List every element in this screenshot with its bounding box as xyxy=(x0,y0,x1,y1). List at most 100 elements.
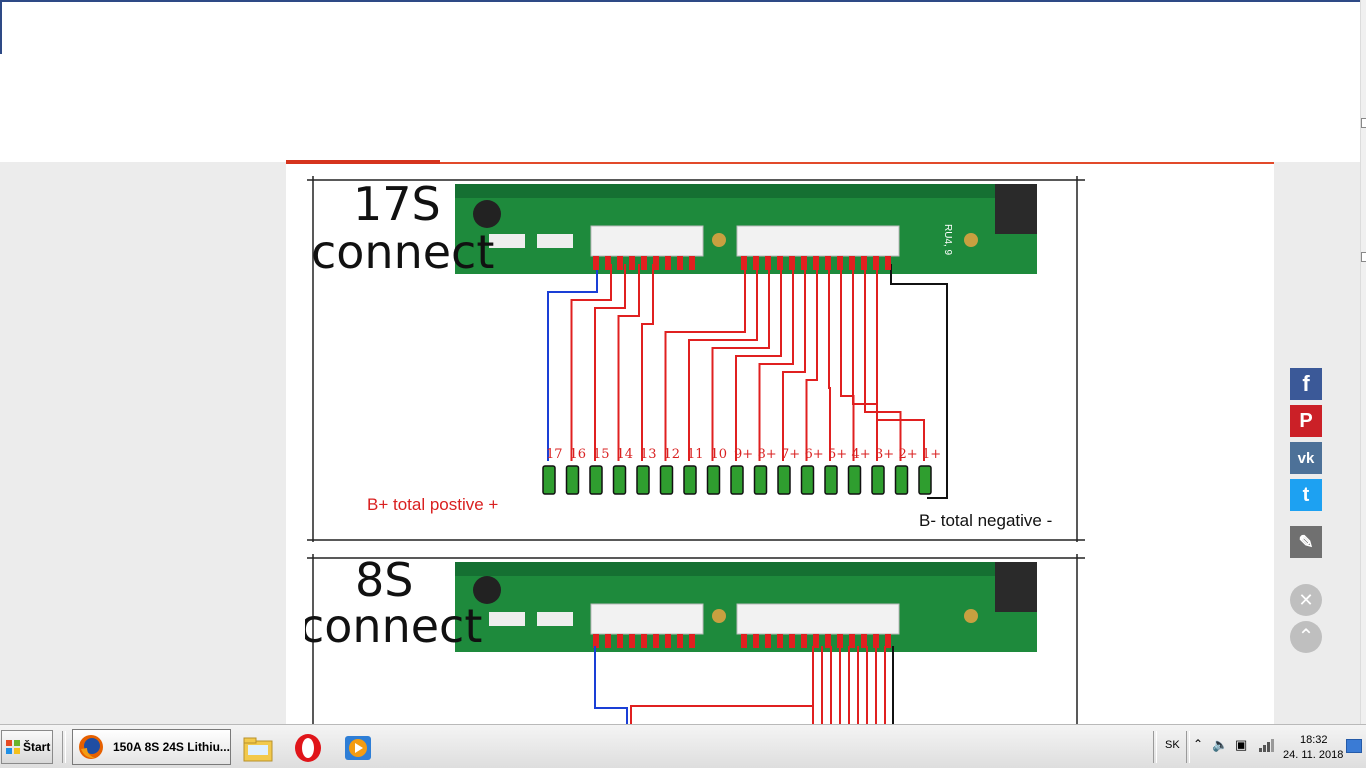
device-icon[interactable]: ▣ xyxy=(1235,737,1248,752)
battery-cell xyxy=(659,465,674,495)
title-17s: 17S xyxy=(353,177,441,231)
show-desktop-button[interactable] xyxy=(1346,739,1362,753)
cell-label: 9+ xyxy=(734,447,753,462)
connector-pin xyxy=(861,634,867,648)
connector-pin xyxy=(605,634,611,648)
language-indicator[interactable]: SK xyxy=(1165,739,1180,751)
connector-pin xyxy=(617,634,623,648)
connector-pin xyxy=(765,256,771,270)
connector-pin xyxy=(741,634,747,648)
edit-button[interactable]: ✎ xyxy=(1290,526,1322,558)
connector-pin xyxy=(825,256,831,270)
title-connect-bottom: connect xyxy=(305,599,482,653)
media-player-icon[interactable] xyxy=(342,733,374,763)
clock-date[interactable]: 24. 11. 2018 xyxy=(1283,749,1344,761)
close-icon: ✕ xyxy=(1298,589,1314,610)
connector-pin xyxy=(593,256,599,270)
battery-cell xyxy=(706,465,721,495)
twitter-icon: t xyxy=(1302,483,1310,506)
connector-pin xyxy=(813,256,819,270)
pencil-icon: ✎ xyxy=(1298,531,1314,552)
scrollbar[interactable] xyxy=(1360,0,1366,724)
connector-pin xyxy=(837,256,843,270)
twitter-share-button[interactable]: t xyxy=(1290,479,1322,511)
image-frame xyxy=(307,176,1085,736)
pinterest-share-button[interactable]: P xyxy=(1290,405,1322,437)
connector-pin xyxy=(801,256,807,270)
speaker-icon[interactable]: 🔈 xyxy=(1212,737,1229,752)
page-header xyxy=(0,2,1360,162)
connector-pin xyxy=(765,634,771,648)
accent-divider xyxy=(286,162,1274,164)
balance-wire xyxy=(688,264,758,461)
balance-wire xyxy=(840,264,855,461)
battery-cell xyxy=(753,465,768,495)
show-hidden-icons-icon[interactable]: ⌃ xyxy=(1193,737,1204,751)
title-8s: 8S xyxy=(355,553,413,607)
connector-pin xyxy=(885,256,891,270)
balance-wire xyxy=(782,264,806,461)
taskbar-window-title: 150A 8S 24S Lithiu... xyxy=(113,740,230,754)
bottom-wires xyxy=(593,634,894,736)
balance-wire xyxy=(758,264,794,461)
facebook-icon: f xyxy=(1302,371,1310,396)
close-share-button[interactable]: ✕ xyxy=(1290,584,1322,616)
windows-logo-icon xyxy=(6,740,20,754)
cell-label: 5+ xyxy=(828,447,847,462)
network-signal-icon[interactable] xyxy=(1258,738,1276,752)
battery-cell xyxy=(683,465,697,495)
connector-pin xyxy=(641,256,647,270)
cell-label: 2+ xyxy=(899,447,918,462)
connector-pin xyxy=(789,256,795,270)
window-top-border xyxy=(0,0,1366,2)
connector-pin xyxy=(789,634,795,648)
connector-pin xyxy=(653,256,659,270)
balance-wire xyxy=(711,264,770,461)
cell-label: 8+ xyxy=(758,447,777,462)
file-explorer-icon[interactable] xyxy=(242,733,274,763)
connector-pin xyxy=(777,634,783,648)
start-label: Štart xyxy=(23,740,51,754)
balance-wire xyxy=(828,264,831,461)
balance-wire xyxy=(735,264,782,461)
label-total-negative: B- total negative - xyxy=(919,511,1052,530)
battery-cell xyxy=(730,465,744,495)
clock-time[interactable]: 18:32 xyxy=(1300,734,1328,746)
connector-pin xyxy=(801,634,807,648)
cell-label: 11 xyxy=(687,447,704,462)
cell-label: 1+ xyxy=(922,447,941,462)
cell-label: 12 xyxy=(664,447,681,462)
scroll-thumb[interactable] xyxy=(1361,252,1366,262)
chevron-up-icon: ⌃ xyxy=(1297,626,1315,648)
facebook-share-button[interactable]: f xyxy=(1290,368,1322,400)
opera-icon[interactable] xyxy=(292,733,324,763)
firefox-icon xyxy=(79,735,103,759)
connector-pin xyxy=(885,634,891,648)
connector-pin xyxy=(753,256,759,270)
taskbar: Štart 150A 8S 24S Lithiu... SK ⌃ 🔈 ▣ 18:… xyxy=(0,724,1366,768)
cell-label: 16 xyxy=(570,447,587,462)
balance-wire xyxy=(641,264,654,461)
balance-wire xyxy=(594,646,628,736)
balance-wire xyxy=(547,264,598,461)
active-tab-indicator[interactable] xyxy=(286,160,440,164)
scroll-to-top-button[interactable]: ⌃ xyxy=(1290,621,1322,653)
battery-cell xyxy=(612,465,627,495)
battery-cell xyxy=(824,465,838,495)
title-connect-top: connect xyxy=(311,225,494,279)
taskbar-firefox-window[interactable]: 150A 8S 24S Lithiu... xyxy=(72,729,231,765)
scroll-arrow-up[interactable] xyxy=(1361,118,1366,128)
window-left-border xyxy=(0,2,2,54)
vk-share-button[interactable]: vk xyxy=(1290,442,1322,474)
connector-pin xyxy=(849,256,855,270)
tray-separator-2 xyxy=(1186,731,1190,763)
connector-pin xyxy=(741,256,747,270)
connector-pin xyxy=(689,634,695,648)
connector-pin xyxy=(753,634,759,648)
cell-label: 15 xyxy=(593,447,610,462)
cell-label: 14 xyxy=(617,447,634,462)
connector-pin xyxy=(777,256,783,270)
start-button[interactable]: Štart xyxy=(1,730,53,764)
balance-wire xyxy=(570,264,612,461)
battery-cell xyxy=(847,465,862,495)
